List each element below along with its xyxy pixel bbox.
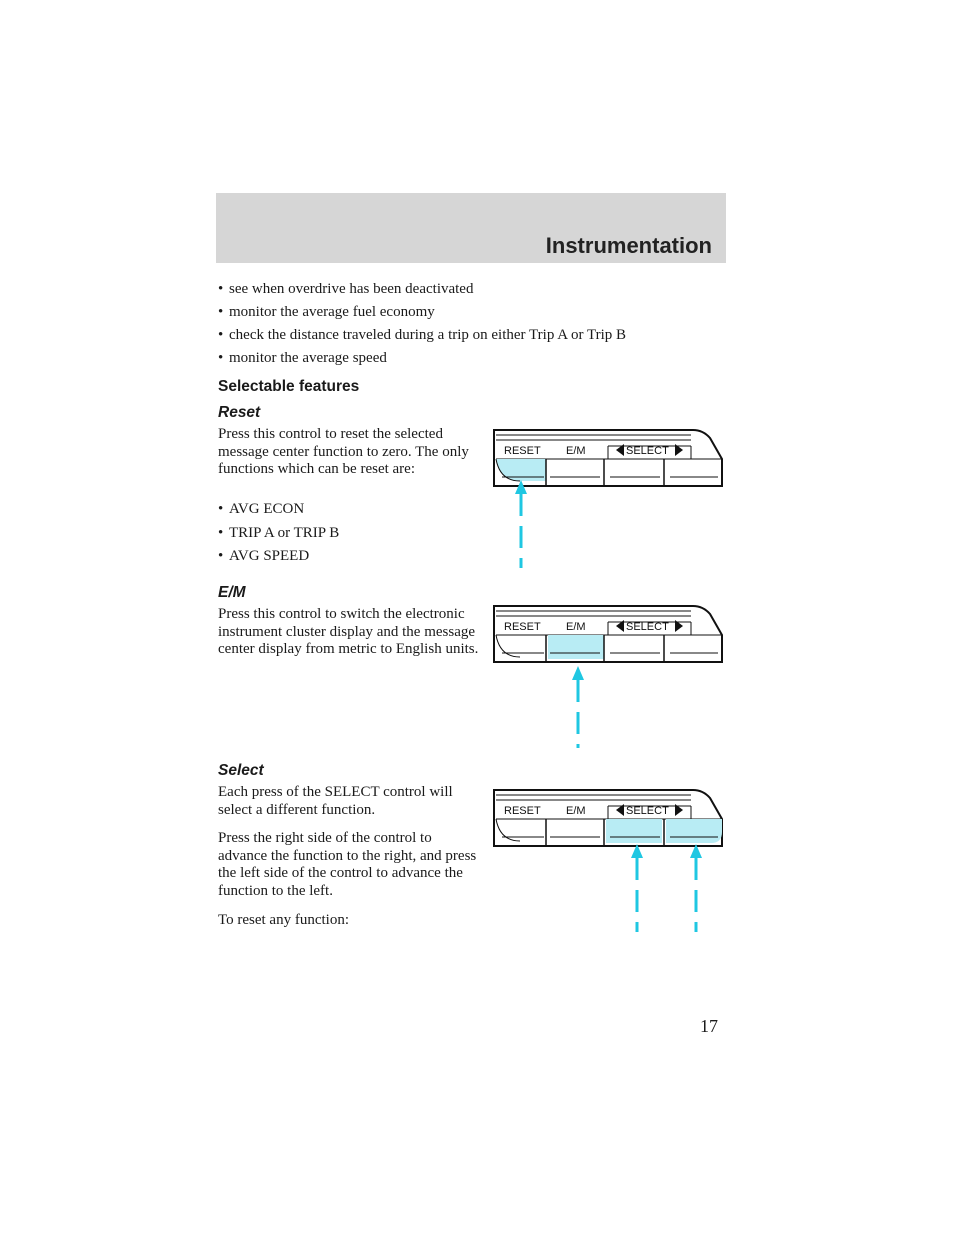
- list-item: •check the distance traveled during a tr…: [218, 324, 738, 347]
- em-label: E/M: [566, 621, 586, 633]
- em-paragraph: Press this control to switch the electro…: [218, 606, 479, 657]
- list-item: •monitor the average fuel economy: [218, 301, 738, 324]
- pointer-arrow-icon: [515, 480, 527, 494]
- em-label: E/M: [566, 445, 586, 457]
- select-paragraph-2: Press the right side of the control to a…: [218, 830, 477, 899]
- select-paragraph-1: Each press of the SELECT control will se…: [218, 784, 453, 818]
- arrow-right-icon: [675, 804, 683, 816]
- select-left-highlight: [606, 819, 662, 843]
- pointer-arrow-icon: [572, 666, 584, 680]
- select-paragraph-3: To reset any function:: [218, 912, 349, 928]
- header-band: Instrumentation: [216, 193, 726, 263]
- select-label: SELECT: [626, 805, 669, 817]
- reset-label: RESET: [504, 621, 541, 633]
- reset-control-diagram: RESET E/M SELECT: [493, 429, 723, 568]
- list-item: •monitor the average speed: [218, 347, 738, 370]
- select-label: SELECT: [626, 445, 669, 457]
- bullet-icon: •: [218, 548, 224, 564]
- bullet-icon: •: [218, 327, 224, 343]
- em-heading: E/M: [218, 584, 246, 601]
- arrow-right-icon: [675, 620, 683, 632]
- page-title: Instrumentation: [545, 233, 712, 258]
- list-item: •AVG SPEED: [218, 545, 339, 569]
- arrow-left-icon: [616, 444, 624, 456]
- arrow-left-icon: [616, 804, 624, 816]
- em-control-diagram: RESET E/M SELECT: [493, 605, 723, 748]
- reset-bullet-list: •AVG ECON •TRIP A or TRIP B •AVG SPEED: [218, 498, 339, 569]
- reset-heading: Reset: [218, 404, 261, 421]
- bullet-icon: •: [218, 501, 224, 517]
- bullet-icon: •: [218, 350, 224, 366]
- bullet-icon: •: [218, 304, 224, 320]
- list-item: •AVG ECON: [218, 498, 339, 522]
- em-button-highlight: [548, 635, 604, 659]
- list-item: •TRIP A or TRIP B: [218, 522, 339, 546]
- select-label: SELECT: [626, 621, 669, 633]
- reset-label: RESET: [504, 445, 541, 457]
- bullet-icon: •: [218, 524, 224, 541]
- reset-label: RESET: [504, 805, 541, 817]
- arrow-right-icon: [675, 444, 683, 456]
- select-control-diagram: RESET E/M SELECT: [493, 789, 723, 932]
- select-right-highlight: [666, 819, 722, 843]
- reset-button-highlight: [496, 459, 546, 481]
- select-heading: Select: [218, 762, 264, 779]
- list-item: •see when overdrive has been deactivated: [218, 278, 738, 301]
- bullet-icon: •: [218, 281, 224, 297]
- em-label: E/M: [566, 805, 586, 817]
- reset-paragraph: Press this control to reset the selected…: [218, 426, 469, 477]
- page-number: 17: [700, 1016, 718, 1036]
- pointer-arrow-icon: [631, 844, 643, 858]
- intro-bullet-list: •see when overdrive has been deactivated…: [218, 278, 738, 370]
- arrow-left-icon: [616, 620, 624, 632]
- pointer-arrow-icon: [690, 844, 702, 858]
- section-title: Selectable features: [218, 378, 360, 395]
